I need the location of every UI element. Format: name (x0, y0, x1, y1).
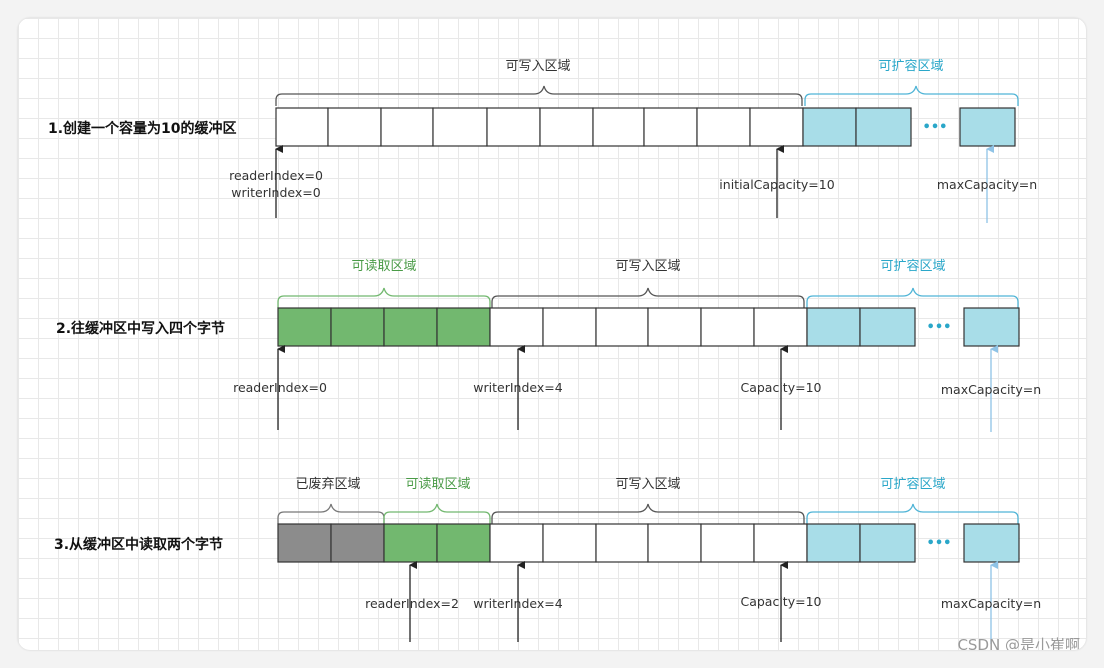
row-2-title: 2.往缓冲区中写入四个字节 (56, 320, 225, 337)
byte-cell (432, 107, 488, 147)
writable-brace (491, 287, 805, 308)
byte-cell (753, 307, 808, 347)
expandable-region-label: 可扩容区域 (878, 58, 943, 74)
expandable-brace (806, 503, 1019, 524)
writer-index-label: writerIndex=4 (473, 596, 562, 611)
reader-index-label: readerIndex=0 (229, 168, 323, 183)
writer-index-label: writerIndex=4 (473, 380, 562, 395)
expand-cell (802, 107, 857, 147)
readable-cell (330, 307, 385, 347)
buffer-cells (275, 107, 1016, 147)
readable-cell (277, 307, 332, 347)
expandable-region-label: 可扩容区域 (880, 476, 945, 492)
expand-cell (855, 107, 912, 147)
row-3-title: 3.从缓冲区中读取两个字节 (54, 536, 223, 553)
byte-cell (753, 523, 808, 563)
row-1-title: 1.创建一个容量为10的缓冲区 (48, 120, 237, 137)
byte-cell (595, 307, 649, 347)
byte-cell (539, 107, 594, 147)
byte-cell (696, 107, 751, 147)
row-3: 3.从缓冲区中读取两个字节 已废弃区域 可读取区域 可写入区域 可扩容区域 ••… (54, 476, 1041, 644)
ellipsis: ••• (923, 120, 948, 135)
expand-cell-n (959, 107, 1016, 147)
byte-cell (489, 523, 544, 563)
readable-cell (383, 523, 438, 563)
capacity-label: Capacity=10 (740, 594, 821, 609)
byte-cell (595, 523, 649, 563)
reader-index-label: readerIndex=0 (233, 380, 327, 395)
discarded-cell (277, 523, 332, 563)
byte-cell (700, 307, 755, 347)
expand-cell (859, 307, 916, 347)
initial-capacity-label: initialCapacity=10 (719, 177, 834, 192)
readable-region-label: 可读取区域 (405, 477, 470, 492)
buffer-cells (277, 523, 1020, 563)
watermark: CSDN @是小崔啊 (957, 636, 1080, 650)
readable-brace (277, 287, 491, 308)
byte-cell (749, 107, 804, 147)
byte-cell (489, 307, 544, 347)
discarded-cell (330, 523, 385, 563)
byte-cell (700, 523, 755, 563)
reader-index-label: readerIndex=2 (365, 596, 459, 611)
row-2: 2.往缓冲区中写入四个字节 可读取区域 可写入区域 可扩容区域 ••• read… (56, 258, 1041, 432)
buffer-cells (277, 307, 1020, 347)
diagram-canvas: 1.创建一个容量为10的缓冲区 可写入区域 可扩容区域 ••• readerIn… (18, 18, 1086, 650)
writable-region-label: 可写入区域 (615, 259, 680, 274)
readable-cell (383, 307, 438, 347)
writable-brace (275, 85, 803, 106)
readable-cell (436, 523, 491, 563)
readable-region-label: 可读取区域 (351, 259, 416, 274)
byte-cell (542, 523, 597, 563)
expandable-region-label: 可扩容区域 (880, 258, 945, 274)
writable-region-label: 可写入区域 (615, 477, 680, 492)
readable-brace (383, 503, 491, 524)
writable-brace (491, 503, 805, 524)
expand-cell (806, 307, 861, 347)
byte-cell (647, 307, 702, 347)
expandable-brace (806, 287, 1019, 308)
capacity-label: Capacity=10 (740, 380, 821, 395)
expand-cell-n (963, 307, 1020, 347)
byte-cell (275, 107, 329, 147)
byte-cell (647, 523, 702, 563)
max-capacity-label: maxCapacity=n (941, 382, 1041, 397)
max-capacity-label: maxCapacity=n (941, 596, 1041, 611)
expand-cell (806, 523, 861, 563)
readable-cell (436, 307, 491, 347)
ellipsis: ••• (927, 320, 952, 335)
byte-cell (542, 307, 597, 347)
byte-cell (643, 107, 698, 147)
max-capacity-label: maxCapacity=n (937, 177, 1037, 192)
discarded-region-label: 已废弃区域 (295, 476, 360, 492)
writable-region-label: 可写入区域 (505, 59, 570, 74)
discarded-brace (277, 503, 385, 524)
byte-cell (327, 107, 382, 147)
expand-cell (859, 523, 916, 563)
bytebuf-diagram: 1.创建一个容量为10的缓冲区 可写入区域 可扩容区域 ••• readerIn… (48, 58, 1080, 650)
writer-index-label: writerIndex=0 (231, 185, 320, 200)
byte-cell (380, 107, 434, 147)
byte-cell (592, 107, 645, 147)
row-1: 1.创建一个容量为10的缓冲区 可写入区域 可扩容区域 ••• readerIn… (48, 58, 1037, 223)
byte-cell (486, 107, 541, 147)
expandable-brace (804, 85, 1019, 106)
expand-cell-n (963, 523, 1020, 563)
ellipsis: ••• (927, 536, 952, 551)
